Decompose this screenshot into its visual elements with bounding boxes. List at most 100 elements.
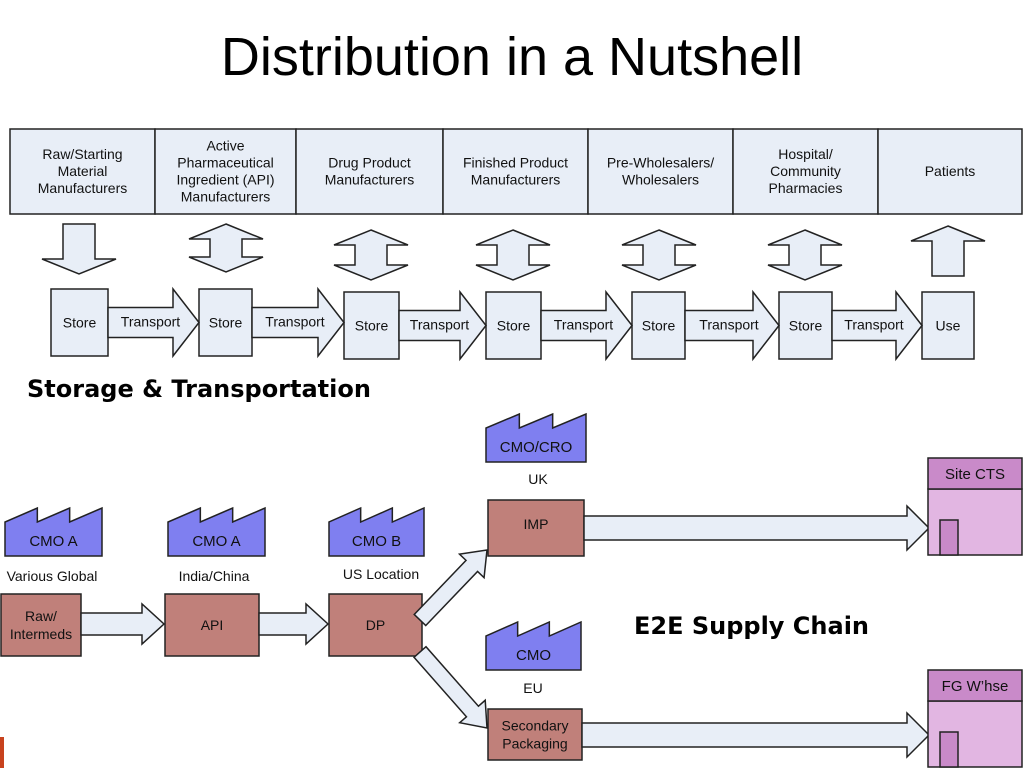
transport-label: Transport	[699, 317, 759, 333]
slide-accent-bar	[0, 737, 4, 768]
transport-arrow-icon	[398, 289, 487, 362]
flow-box-label: Store	[209, 315, 243, 331]
transport-label: Transport	[410, 317, 470, 333]
transport-arrow: Transport	[398, 289, 487, 362]
up-arrow-icon	[910, 225, 986, 277]
factory-icon	[167, 506, 266, 557]
store-box: Store	[631, 291, 686, 360]
flow-box-label: Use	[936, 318, 961, 334]
factory-various-global: CMO A Various Global	[4, 506, 103, 584]
process-box-label: Raw/Intermeds	[10, 608, 72, 642]
transport-arrow-icon	[831, 289, 923, 362]
dp-box: DP	[328, 593, 423, 657]
door-icon	[939, 519, 959, 556]
transport-label: Transport	[121, 314, 181, 330]
transport-arrow: Transport	[107, 286, 200, 359]
bidirectional-arrow-icon	[188, 223, 264, 273]
factory-icon	[485, 412, 587, 463]
door-icon	[939, 731, 959, 768]
process-box-shape	[328, 593, 423, 657]
store-box: Store	[485, 291, 542, 360]
stage-box-shape	[732, 128, 879, 215]
storage-transportation-heading: Storage & Transportation	[27, 375, 371, 403]
process-box-label: IMP	[524, 516, 549, 532]
transport-arrow-icon	[251, 286, 345, 359]
transport-arrow-icon	[684, 289, 780, 362]
down-arrow-icon	[41, 223, 117, 275]
factory-us-location: CMO BUS Location	[328, 506, 425, 582]
transport-arrow: Transport	[831, 289, 923, 362]
process-box-shape	[487, 708, 583, 761]
fg-warehouse-destination: FG W’hse	[927, 669, 1023, 768]
bidirectional-arrow-icon	[621, 229, 697, 281]
factory-location: Various Global	[7, 568, 98, 584]
imp-box: IMP	[487, 499, 585, 557]
bidirectional-arrow-icon	[767, 229, 843, 281]
flow-box-shape	[921, 291, 975, 360]
raw-intermeds-box: Raw/Intermeds	[0, 593, 82, 657]
stage-box-shape	[442, 128, 589, 215]
flow-arrow-icon	[583, 504, 931, 552]
factory-location: India/China	[179, 568, 250, 584]
diagonal-arrow-icon	[413, 549, 488, 627]
flow-box-label: Store	[789, 318, 823, 334]
transport-arrow: Transport	[684, 289, 780, 362]
flow-box-label: Store	[63, 315, 97, 331]
flow-box-shape	[343, 291, 400, 360]
stage-label: Patients	[925, 163, 976, 179]
warehouse-header	[927, 669, 1023, 702]
process-box-shape	[487, 499, 585, 557]
transport-arrow: Transport	[251, 286, 345, 359]
process-box-shape	[0, 593, 82, 657]
factory-eu: CMO EU	[485, 620, 582, 696]
factory-icon	[328, 506, 425, 557]
factory-name: CMO	[516, 647, 551, 664]
stage-box-shape	[9, 128, 156, 215]
factory-location: UK	[528, 471, 548, 487]
transport-arrow-icon	[107, 286, 200, 359]
warehouse-header	[927, 457, 1023, 490]
factory-uk: CMO/CRO UK	[485, 412, 587, 487]
store-box: Store	[198, 288, 253, 357]
transport-label: Transport	[844, 317, 904, 333]
flow-box-label: Store	[497, 318, 531, 334]
process-box-label: DP	[366, 617, 385, 633]
stage-box-shape	[154, 128, 297, 215]
stage-box-patients: Patients	[877, 128, 1023, 215]
factory-icon	[485, 620, 582, 671]
flow-box-label: Store	[642, 318, 676, 334]
diagonal-arrow-icon	[412, 645, 488, 729]
e2e-supply-chain-heading: E2E Supply Chain	[634, 612, 870, 640]
flow-box-label: Store	[355, 318, 389, 334]
transport-arrow-icon	[540, 289, 633, 362]
api-box: API	[164, 593, 260, 657]
factory-name: CMO A	[29, 533, 77, 550]
warehouse-label: Site CTS	[945, 466, 1005, 483]
transport-label: Transport	[554, 317, 614, 333]
stage-box-wholesalers: Pre-Wholesalers/Wholesalers	[587, 128, 734, 215]
factory-name: CMO/CRO	[500, 439, 573, 456]
factory-location: EU	[523, 680, 542, 696]
store-box: Store	[343, 291, 400, 360]
process-box-label: API	[201, 617, 224, 633]
flow-box-shape	[50, 288, 109, 357]
stage-label: Pre-Wholesalers/Wholesalers	[607, 154, 714, 187]
store-box: Store	[778, 291, 833, 360]
transport-label: Transport	[265, 314, 325, 330]
warehouse-label: FG W’hse	[942, 678, 1009, 695]
transport-arrow: Transport	[540, 289, 633, 362]
stage-box-shape	[877, 128, 1023, 215]
